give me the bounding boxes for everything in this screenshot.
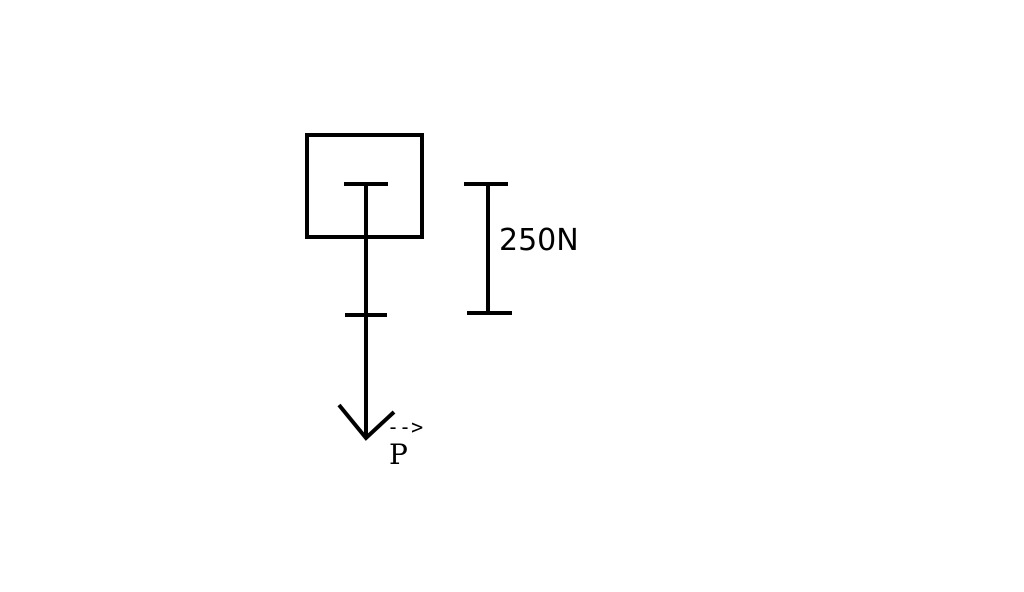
force-vector-arrowhead	[337, 403, 396, 441]
scale-label: 250N	[499, 223, 579, 258]
vector-label: P	[389, 438, 408, 471]
vector-arrow-mark: -->	[387, 415, 423, 439]
